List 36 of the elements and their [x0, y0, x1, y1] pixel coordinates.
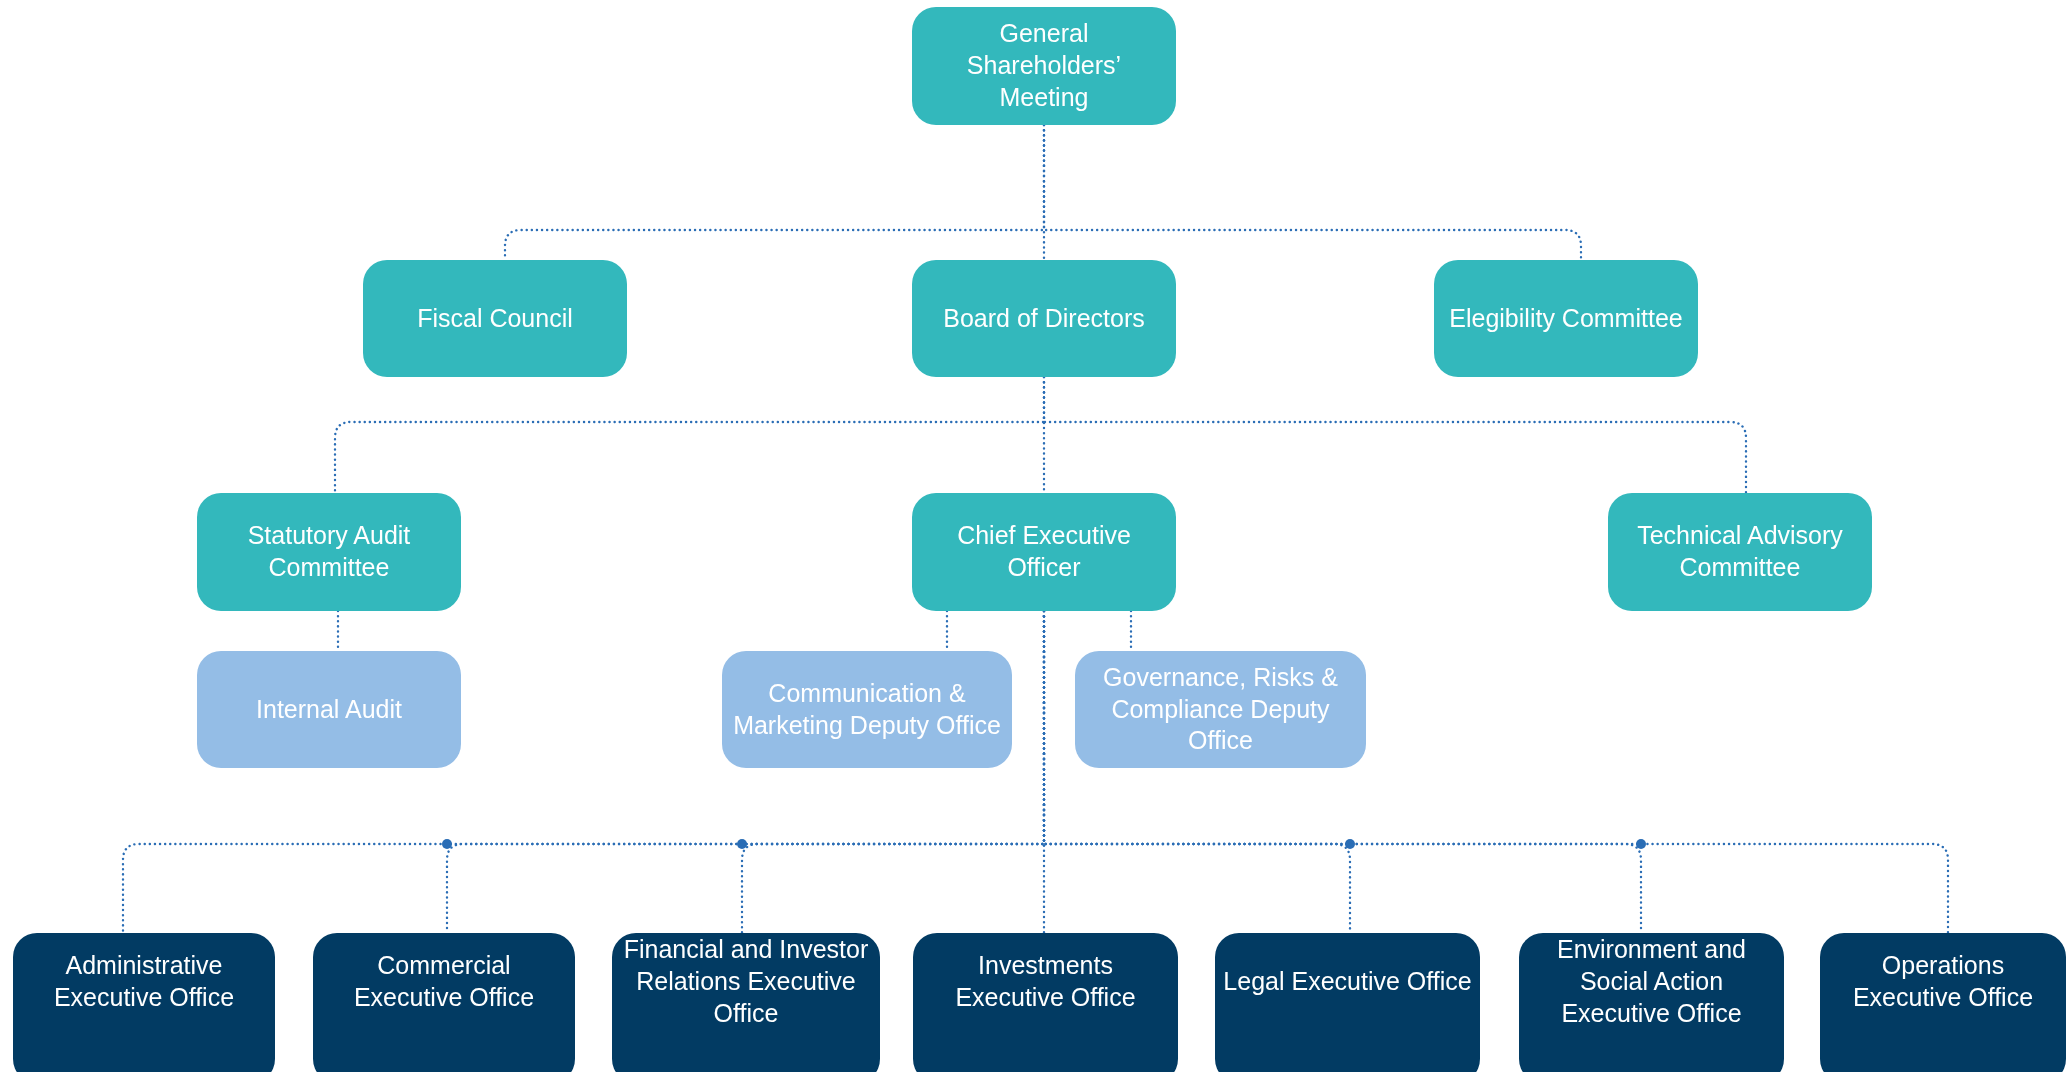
connector-line — [1042, 375, 1748, 495]
org-box — [1215, 933, 1480, 1072]
box-label: Technical Advisory Committee — [1636, 520, 1844, 583]
box-label: Investments Executive Office — [954, 950, 1137, 1013]
box-label: Elegibility Committee — [1449, 302, 1683, 334]
org-box — [197, 493, 461, 611]
org-box — [1608, 493, 1872, 611]
box-label: Legal Executive Office — [1223, 966, 1472, 998]
org-box — [1820, 933, 2066, 1072]
box-label: Financial and Investor Relations Executive Office — [622, 934, 870, 1029]
box-label: Commercial Executive Office — [352, 950, 536, 1013]
org-box — [1519, 933, 1784, 1072]
org-box — [313, 933, 575, 1072]
box-label: Environment and Social Action Executive Office — [1556, 934, 1747, 1029]
connector-line — [1042, 609, 1950, 935]
org-box — [912, 7, 1176, 125]
org-box — [912, 493, 1176, 611]
org-box — [13, 933, 275, 1072]
box-label: Operations Executive Office — [1851, 950, 2035, 1013]
org-box — [1075, 651, 1366, 768]
org-box — [612, 933, 880, 1072]
box-label: Communication & Marketing Deputy Office — [732, 677, 1002, 741]
box-label: Fiscal Council — [417, 302, 573, 334]
box-label: Statutory Audit Committee — [246, 520, 412, 583]
box-label: Administrative Executive Office — [52, 950, 236, 1013]
org-box — [913, 933, 1178, 1072]
box-label: Governance, Risks & Compliance Deputy Office — [1102, 661, 1339, 757]
org-box — [363, 260, 627, 377]
box-label: Internal Audit — [256, 693, 402, 725]
org-box — [197, 651, 461, 768]
org-box — [722, 651, 1012, 768]
org-box — [1434, 260, 1698, 377]
box-label: Chief Executive Officer — [956, 520, 1132, 583]
box-label: Board of Directors — [943, 302, 1145, 334]
org-box — [912, 260, 1176, 377]
box-label: General Shareholders’ Meeting — [965, 18, 1123, 113]
